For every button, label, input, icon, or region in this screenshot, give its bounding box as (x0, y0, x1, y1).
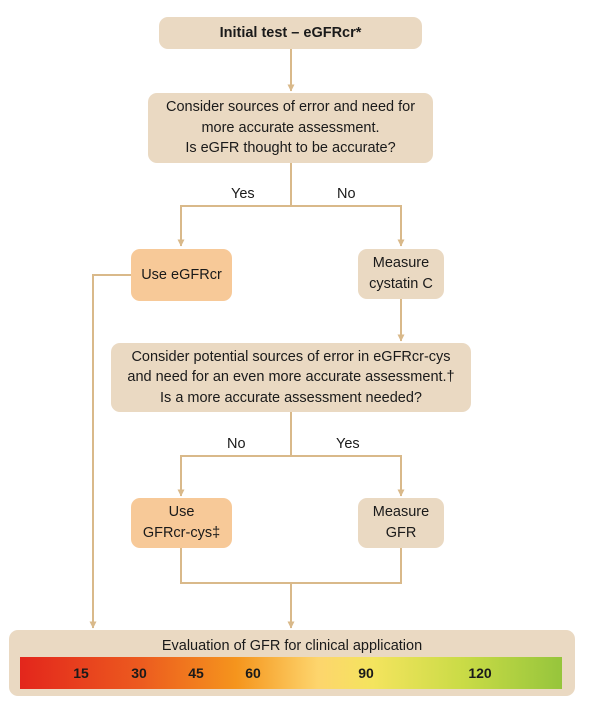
question1-line2: more accurate assessment. (201, 119, 380, 136)
question1-line3: Is eGFR thought to be accurate? (185, 140, 396, 157)
use-egfrcr-label: Use eGFRcr (141, 266, 222, 283)
question1-line1: Consider sources of error and need for (165, 99, 416, 116)
branch2-no-label: No (227, 436, 246, 452)
arrow-no-to-measure-cystatin (291, 205, 405, 247)
measure-gfr-line2: GFR (385, 525, 417, 541)
initial-test-box: Initial test – eGFRcr* (159, 17, 422, 49)
measure-cystatin-line2: cystatin C (369, 276, 433, 292)
scale-tick-15: 15 (73, 665, 89, 681)
use-egfrcr-box: Use eGFRcr (131, 249, 232, 301)
branch1-yes-label: Yes (231, 186, 255, 202)
arrow-use-egfrcr-to-evaluation (89, 274, 131, 629)
question2-line1: Consider potential sources of error in e… (131, 348, 451, 365)
measure-gfr-line1: Measure (372, 504, 430, 521)
measure-cystatin-box: Measure cystatin C (358, 249, 444, 299)
use-gfrcr-cys-line1: Use (168, 504, 195, 521)
scale-tick-60: 60 (245, 665, 261, 681)
use-gfrcr-cys-line2: GFRcr-cys‡ (142, 525, 221, 541)
scale-tick-90: 90 (358, 665, 374, 681)
branch1-no-label: No (337, 186, 356, 202)
evaluation-title: Evaluation of GFR for clinical applicati… (161, 638, 423, 654)
question2-line3: Is a more accurate assessment needed? (160, 389, 422, 406)
scale-tick-45: 45 (188, 665, 204, 681)
scale-tick-30: 30 (131, 665, 147, 681)
use-gfrcr-cys-box: Use GFRcr-cys‡ (131, 498, 232, 548)
arrow-yes-to-measure-gfr (291, 455, 405, 497)
scale-tick-120: 120 (468, 665, 492, 681)
question2-line2: and need for an even more accurate asses… (127, 369, 455, 386)
arrow-yes-to-use-egfrcr (177, 205, 291, 247)
question1-box: Consider sources of error and need for m… (148, 93, 433, 163)
evaluation-box: Evaluation of GFR for clinical applicati… (9, 630, 575, 696)
measure-cystatin-line1: Measure (372, 255, 430, 272)
merge-lines (180, 548, 402, 584)
measure-gfr-box: Measure GFR (358, 498, 444, 548)
branch2-yes-label: Yes (336, 436, 360, 452)
gfr-color-scale: 15 30 45 60 90 120 (20, 657, 562, 689)
initial-test-label: Initial test – eGFRcr* (219, 24, 362, 41)
arrow-no-to-use-gfrcr-cys (177, 455, 291, 497)
question2-box: Consider potential sources of error in e… (111, 343, 471, 412)
